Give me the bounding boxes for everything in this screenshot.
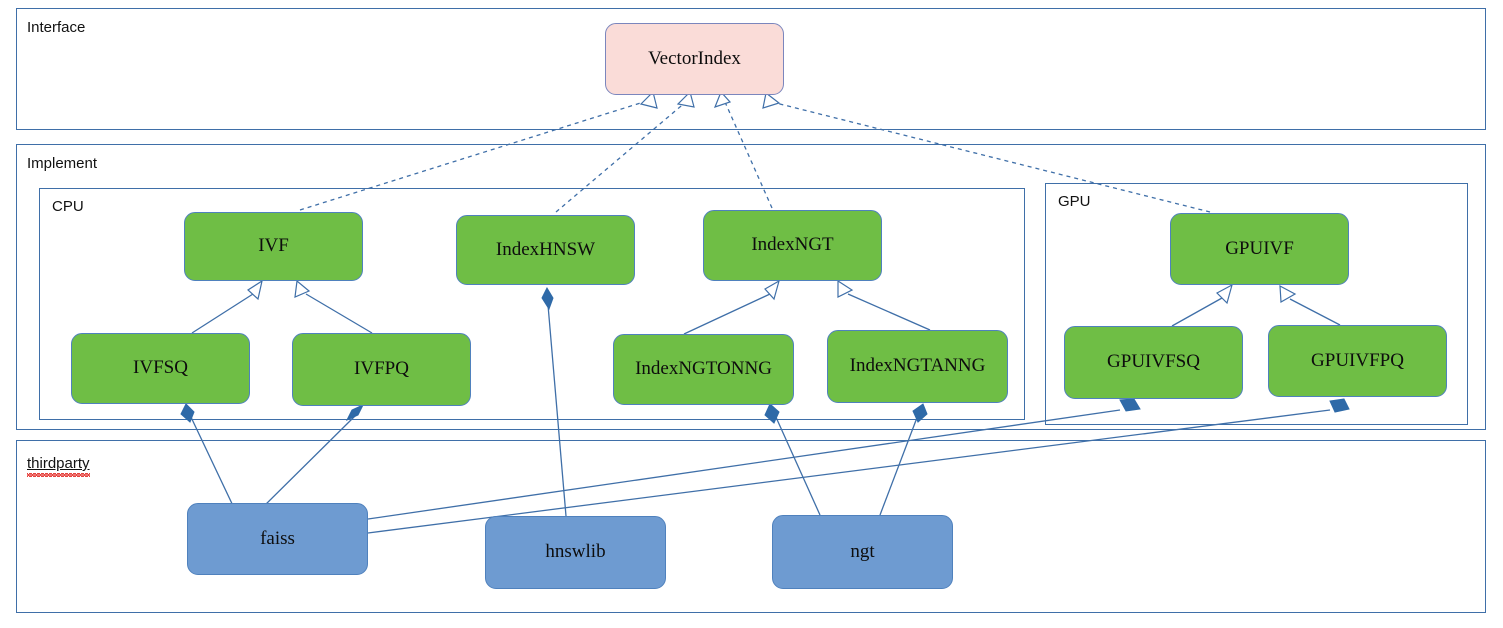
node-gpuivfpq[interactable]: GPUIVFPQ — [1268, 325, 1447, 397]
node-faiss[interactable]: faiss — [187, 503, 368, 575]
node-gpuivfsq[interactable]: GPUIVFSQ — [1064, 326, 1243, 399]
node-ivfpq[interactable]: IVFPQ — [292, 333, 471, 406]
node-hnswlib[interactable]: hnswlib — [485, 516, 666, 589]
node-indexngt[interactable]: IndexNGT — [703, 210, 882, 281]
node-indexhnsw[interactable]: IndexHNSW — [456, 215, 635, 285]
subpackage-cpu-label: CPU — [52, 198, 84, 215]
subpackage-gpu-label: GPU — [1058, 193, 1091, 210]
node-gpuivf[interactable]: GPUIVF — [1170, 213, 1349, 285]
node-ivfsq[interactable]: IVFSQ — [71, 333, 250, 404]
node-indexngtanng[interactable]: IndexNGTANNG — [827, 330, 1008, 403]
package-thirdparty-label: thirdparty — [27, 455, 90, 477]
node-ngt[interactable]: ngt — [772, 515, 953, 589]
package-interface-label: Interface — [27, 19, 86, 36]
node-indexngtonng[interactable]: IndexNGTONNG — [613, 334, 794, 405]
package-implement-label: Implement — [27, 155, 98, 172]
spellcheck-squiggle-icon — [27, 473, 90, 477]
node-ivf[interactable]: IVF — [184, 212, 363, 281]
node-vectorindex[interactable]: VectorIndex — [605, 23, 784, 95]
